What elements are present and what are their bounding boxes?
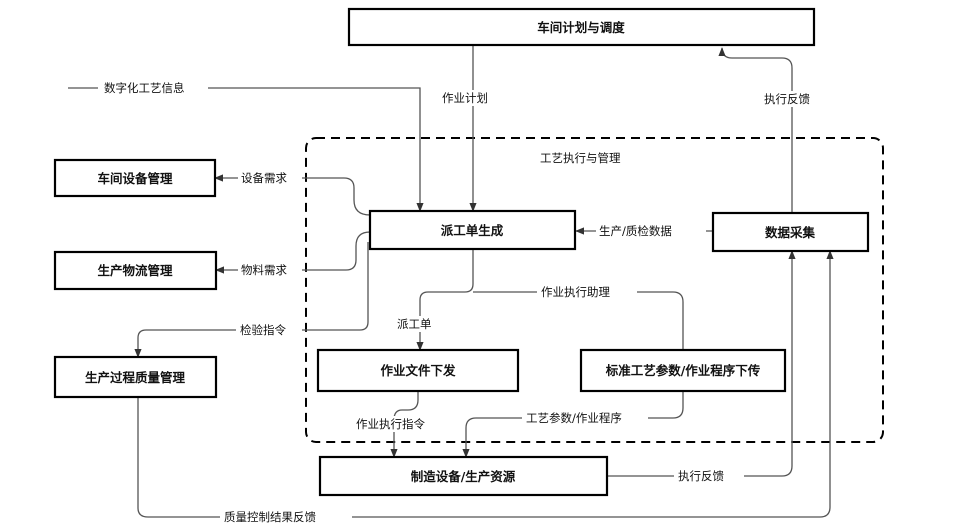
work-exec-assist-line xyxy=(473,291,684,350)
work-order-arrow xyxy=(416,249,474,351)
logistics-mgmt-box: 生产物流管理 xyxy=(53,250,218,291)
qc-feedback-arrow xyxy=(137,250,834,518)
equipment-mgmt-box: 车间设备管理 xyxy=(53,158,217,198)
doc-release-box: 作业文件下发 xyxy=(316,348,520,393)
material-demand-arrow xyxy=(215,231,371,274)
exec-feedback-bottom-arrow xyxy=(608,250,796,477)
work-order-label: 派工单 xyxy=(397,317,432,331)
quality-mgmt-label: 生产过程质量管理 xyxy=(85,370,186,385)
manufacturing-label: 制造设备/生产资源 xyxy=(411,469,516,484)
material-demand-label: 物料需求 xyxy=(241,263,287,277)
data-collection-box: 数据采集 xyxy=(711,211,870,253)
connector-labels: 数字化工艺信息 作业计划 执行反馈 设备需求 物料需求 生产/质检数据 检验指令… xyxy=(98,80,826,525)
work-plan-label: 作业计划 xyxy=(442,91,488,105)
exec-feedback-top-label: 执行反馈 xyxy=(764,92,810,106)
digital-info-label: 数字化工艺信息 xyxy=(104,81,185,95)
work-order-gen-label: 派工单生成 xyxy=(441,223,504,238)
work-exec-assist-label: 作业执行助理 xyxy=(541,285,610,299)
process-execution-region xyxy=(305,137,884,443)
workshop-plan-box: 车间计划与调度 xyxy=(347,7,816,47)
work-exec-cmd-label: 作业执行指令 xyxy=(356,417,425,431)
work-exec-cmd-arrow xyxy=(390,391,419,458)
inspection-cmd-label: 检验指令 xyxy=(240,323,286,337)
param-download-label: 标准工艺参数/作业程序下传 xyxy=(605,363,761,378)
exec-feedback-top-arrow xyxy=(718,47,793,213)
prod-quality-data-label: 生产/质检数据 xyxy=(599,224,672,238)
qc-feedback-label: 质量控制结果反馈 xyxy=(224,510,316,524)
region-label: 工艺执行与管理 xyxy=(540,151,621,165)
workshop-plan-label: 车间计划与调度 xyxy=(537,20,625,35)
equipment-demand-label: 设备需求 xyxy=(241,171,287,185)
doc-release-label: 作业文件下发 xyxy=(380,363,456,378)
work-order-gen-box: 派工单生成 xyxy=(368,209,577,251)
exec-feedback-bottom-label: 执行反馈 xyxy=(678,469,724,483)
logistics-mgmt-label: 生产物流管理 xyxy=(97,263,173,278)
equipment-demand-arrow xyxy=(214,174,371,216)
quality-mgmt-box: 生产过程质量管理 xyxy=(53,355,218,399)
equipment-mgmt-label: 车间设备管理 xyxy=(97,171,173,186)
manufacturing-box: 制造设备/生产资源 xyxy=(318,455,609,497)
data-collection-label: 数据采集 xyxy=(764,225,816,240)
param-download-box: 标准工艺参数/作业程序下传 xyxy=(579,348,787,393)
process-params-label: 工艺参数/作业程序 xyxy=(526,411,622,425)
